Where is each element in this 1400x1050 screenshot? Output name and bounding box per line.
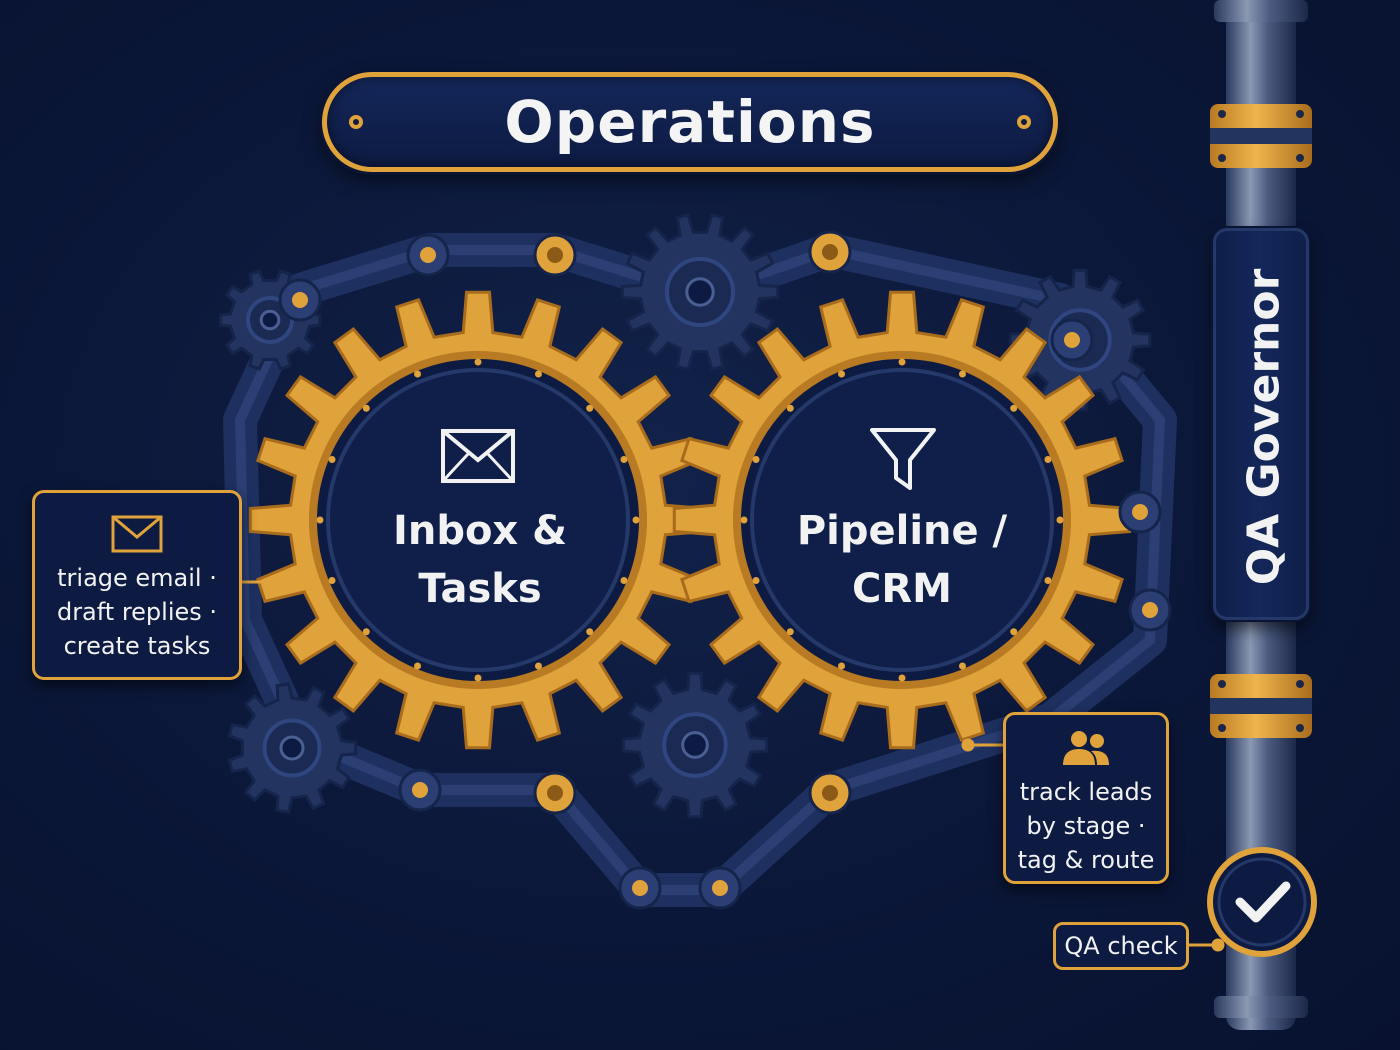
title-plate: Operations — [322, 72, 1058, 172]
qa-check-label: QA check — [1053, 922, 1189, 970]
linkage-pin — [1050, 318, 1094, 362]
callout-inbox: triage email · draft replies · create ta… — [32, 490, 242, 680]
people-icon — [1063, 731, 1109, 765]
linkage-pin — [618, 866, 662, 910]
diagram-title: Operations — [504, 88, 876, 156]
callout-connectors — [240, 575, 1225, 952]
callout-inbox-line: create tasks — [63, 632, 211, 660]
linkage-pin — [406, 233, 450, 277]
qa-governor-plate: QA Governor — [1213, 228, 1309, 620]
linkage-pin — [808, 230, 852, 274]
linkage-pin — [398, 768, 442, 812]
callout-pipeline-line: track leads — [1019, 778, 1153, 806]
pipe-coupling-top — [1210, 104, 1312, 168]
small-gear — [227, 682, 358, 814]
small-gear — [620, 213, 780, 371]
big-brass-gear — [672, 290, 1132, 750]
small-gear — [621, 671, 769, 819]
rivet-icon — [1017, 115, 1031, 129]
big-brass-gear — [248, 290, 708, 750]
callout-pipeline: track leads by stage · tag & route — [1003, 712, 1169, 884]
envelope-icon — [111, 515, 163, 553]
checkmark-icon — [1207, 847, 1317, 957]
pipe-coupling-bottom — [1210, 674, 1312, 738]
callout-inbox-line: triage email · — [57, 564, 217, 592]
qa-governor-label: QA Governor — [1238, 268, 1290, 586]
funnel-icon — [870, 428, 936, 490]
callout-pipeline-line: by stage · — [1026, 812, 1146, 840]
gear-label-pipeline: Pipeline / CRM — [796, 508, 1008, 612]
callout-inbox-line: draft replies · — [56, 598, 218, 626]
envelope-icon — [441, 429, 515, 483]
callout-pipeline-line: tag & route — [1017, 846, 1155, 874]
linkage-pin — [1128, 588, 1172, 632]
rivet-icon — [349, 115, 363, 129]
linkage-pin — [1118, 490, 1162, 534]
linkage-pin — [278, 278, 322, 322]
gear-label-inbox: Inbox & Tasks — [392, 508, 568, 612]
linkage-pin — [808, 771, 852, 815]
linkage-pin — [533, 771, 577, 815]
linkage-pin — [533, 233, 577, 277]
linkage-pin — [698, 866, 742, 910]
